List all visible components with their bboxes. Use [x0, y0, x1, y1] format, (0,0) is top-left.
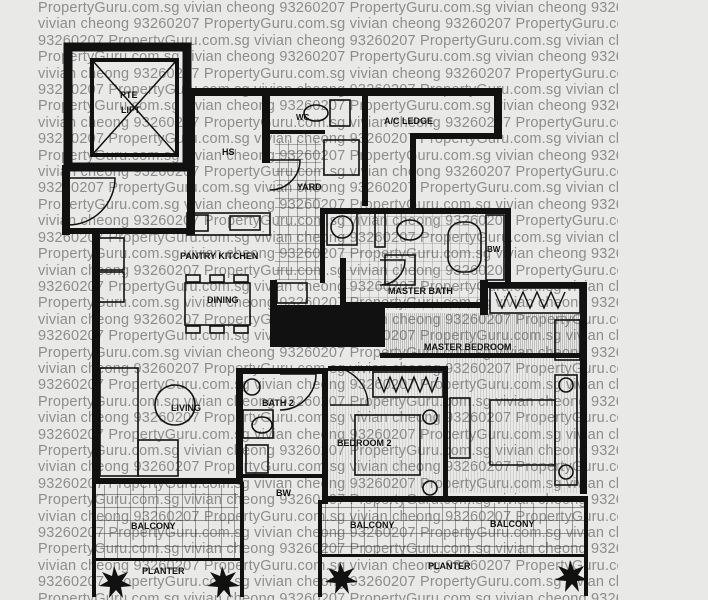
label-bw-bottom: BW — [276, 488, 291, 498]
label-master-bedroom: MASTER BEDROOM — [424, 342, 512, 352]
label-bedroom2: BEDROOM 2 — [337, 438, 392, 448]
label-yard: YARD — [297, 182, 322, 192]
fixtures — [95, 99, 581, 496]
label-balcony-left: BALCONY — [131, 521, 176, 531]
label-balcony-mid: BALCONY — [350, 520, 395, 530]
label-hs: HS — [222, 147, 235, 157]
walls — [62, 88, 588, 597]
label-wc: WC — [296, 113, 310, 122]
label-dining: DINING — [207, 295, 239, 305]
label-pte-lift-1: PTE — [120, 90, 138, 100]
balcony-left-tiles — [95, 485, 238, 560]
master-bedroom-floor-lower — [445, 353, 585, 493]
label-living: LIVING — [171, 403, 201, 413]
master-bedroom-floor — [385, 313, 585, 353]
wardrobe-hatch — [377, 290, 566, 394]
master-bath-tiles — [340, 210, 485, 310]
label-planter-left: PLANTER — [142, 566, 185, 576]
lift-car — [90, 58, 179, 157]
label-ac-ledge: A/C LEDGE — [384, 116, 433, 126]
label-planter-right: PLANTER — [428, 561, 471, 571]
bedroom2-floor — [330, 370, 445, 500]
label-bw-top: BW — [487, 245, 501, 254]
label-balcony-right: BALCONY — [490, 519, 535, 529]
label-master-bath: MASTER BATH — [388, 286, 453, 296]
plant-icons — [99, 560, 588, 598]
yard-tiles — [275, 140, 321, 280]
label-pantry-kitchen: PANTRY KITCHEN — [180, 251, 258, 261]
label-pte-lift-2: LIFT — [121, 105, 140, 115]
balcony-right-tiles — [322, 503, 584, 555]
label-bath2: BATH 2 — [262, 398, 294, 408]
